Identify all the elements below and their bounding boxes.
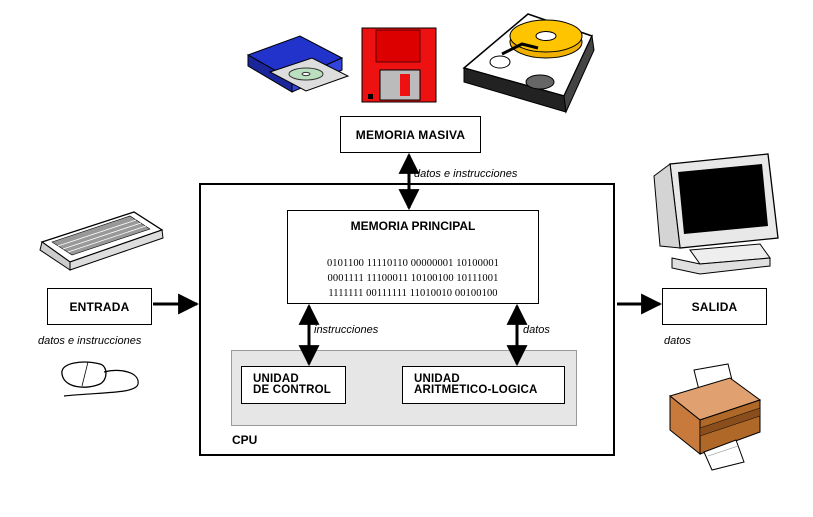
mass-memory-box: MEMORIA MASIVA xyxy=(340,116,481,153)
main-memory-label: MEMORIA PRINCIPAL xyxy=(350,219,476,233)
mouse-icon xyxy=(61,361,139,397)
mass-memory-label: MEMORIA MASIVA xyxy=(355,127,466,142)
mass-main-caption: datos e instrucciones xyxy=(414,168,518,180)
control-unit-line2: DE CONTROL xyxy=(253,384,332,396)
control-unit-line1: UNIDAD xyxy=(253,373,299,385)
bit-row-2: 0001111 11100011 10100100 10111001 xyxy=(327,273,499,284)
input-label: ENTRADA xyxy=(69,299,130,314)
cpu-label: CPU xyxy=(232,433,258,447)
alu-box: UNIDAD ARITMETICO-LOGICA xyxy=(402,366,565,404)
printer-icon xyxy=(668,363,762,471)
monitor-icon xyxy=(653,153,779,275)
instructions-caption: instrucciones xyxy=(314,324,379,336)
alu-line2: ARITMETICO-LOGICA xyxy=(414,384,538,396)
input-box: ENTRADA xyxy=(47,288,152,325)
output-label: SALIDA xyxy=(691,299,738,314)
output-box: SALIDA xyxy=(662,288,767,325)
keyboard-icon xyxy=(39,211,164,271)
floppy-disk-icon xyxy=(361,27,437,103)
main-memory-box: MEMORIA PRINCIPAL 0101100 11110110 00000… xyxy=(287,210,539,304)
data-caption: datos xyxy=(523,324,550,336)
bit-row-1: 0101100 11110110 00000001 10100001 xyxy=(326,258,500,269)
alu-line1: UNIDAD xyxy=(414,373,460,385)
output-caption: datos xyxy=(664,335,691,347)
cd-drive-icon xyxy=(246,35,350,93)
input-caption: datos e instrucciones xyxy=(38,335,142,347)
bit-row-3: 1111111 00111111 11010010 00100100 xyxy=(328,288,498,299)
hard-disk-icon xyxy=(462,13,595,114)
control-unit-box: UNIDAD DE CONTROL xyxy=(241,366,346,404)
